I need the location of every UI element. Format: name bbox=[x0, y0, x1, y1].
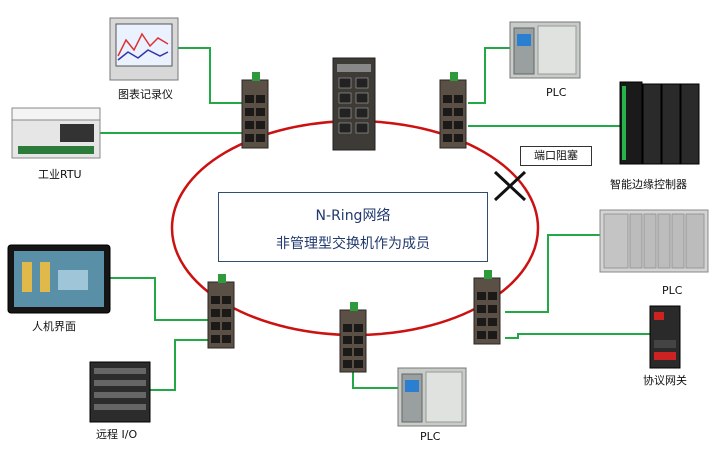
managed-switch bbox=[332, 57, 376, 151]
link-recorder bbox=[178, 47, 242, 104]
chart-recorder-device bbox=[109, 17, 179, 81]
ring-subtitle: 非管理型交换机作为成员 bbox=[276, 236, 430, 252]
recorder-label: 图表记录仪 bbox=[118, 88, 173, 101]
link-gateway bbox=[505, 333, 650, 339]
hmi-label: 人机界面 bbox=[32, 320, 76, 333]
rtu-device bbox=[11, 107, 101, 159]
switch-top-left bbox=[241, 72, 269, 149]
port-block-x bbox=[493, 170, 527, 202]
link-hmi bbox=[110, 277, 208, 321]
link-plc-right bbox=[505, 234, 600, 313]
gateway-label: 协议网关 bbox=[643, 374, 687, 387]
hmi-device bbox=[7, 244, 111, 314]
link-remote-io bbox=[150, 339, 208, 391]
remote-io-label: 远程 I/O bbox=[96, 428, 138, 441]
switch-bottom-right bbox=[473, 270, 501, 345]
switch-bottom-left bbox=[207, 274, 235, 349]
ring-info-box: N-Ring网络 非管理型交换机作为成员 bbox=[218, 192, 488, 262]
edge-controller-device bbox=[619, 81, 700, 165]
switch-bottom-center bbox=[339, 302, 367, 373]
plc-top-label: PLC bbox=[546, 86, 567, 99]
gateway-device bbox=[649, 305, 681, 369]
remote-io-device bbox=[89, 361, 151, 423]
rtu-label: 工业RTU bbox=[38, 168, 82, 181]
plc-bottom-device bbox=[397, 367, 467, 427]
plc-right-device bbox=[599, 209, 709, 273]
plc-top-device bbox=[509, 21, 581, 79]
plc-right-label: PLC bbox=[662, 284, 683, 297]
link-plc-top bbox=[468, 47, 510, 104]
ring-title: N-Ring网络 bbox=[315, 208, 391, 224]
port-block-label: 端口阻塞 bbox=[520, 146, 592, 166]
plc-bottom-label: PLC bbox=[420, 430, 441, 443]
edge-label: 智能边缘控制器 bbox=[610, 178, 687, 191]
links bbox=[100, 47, 650, 391]
switch-top-right bbox=[439, 72, 467, 149]
